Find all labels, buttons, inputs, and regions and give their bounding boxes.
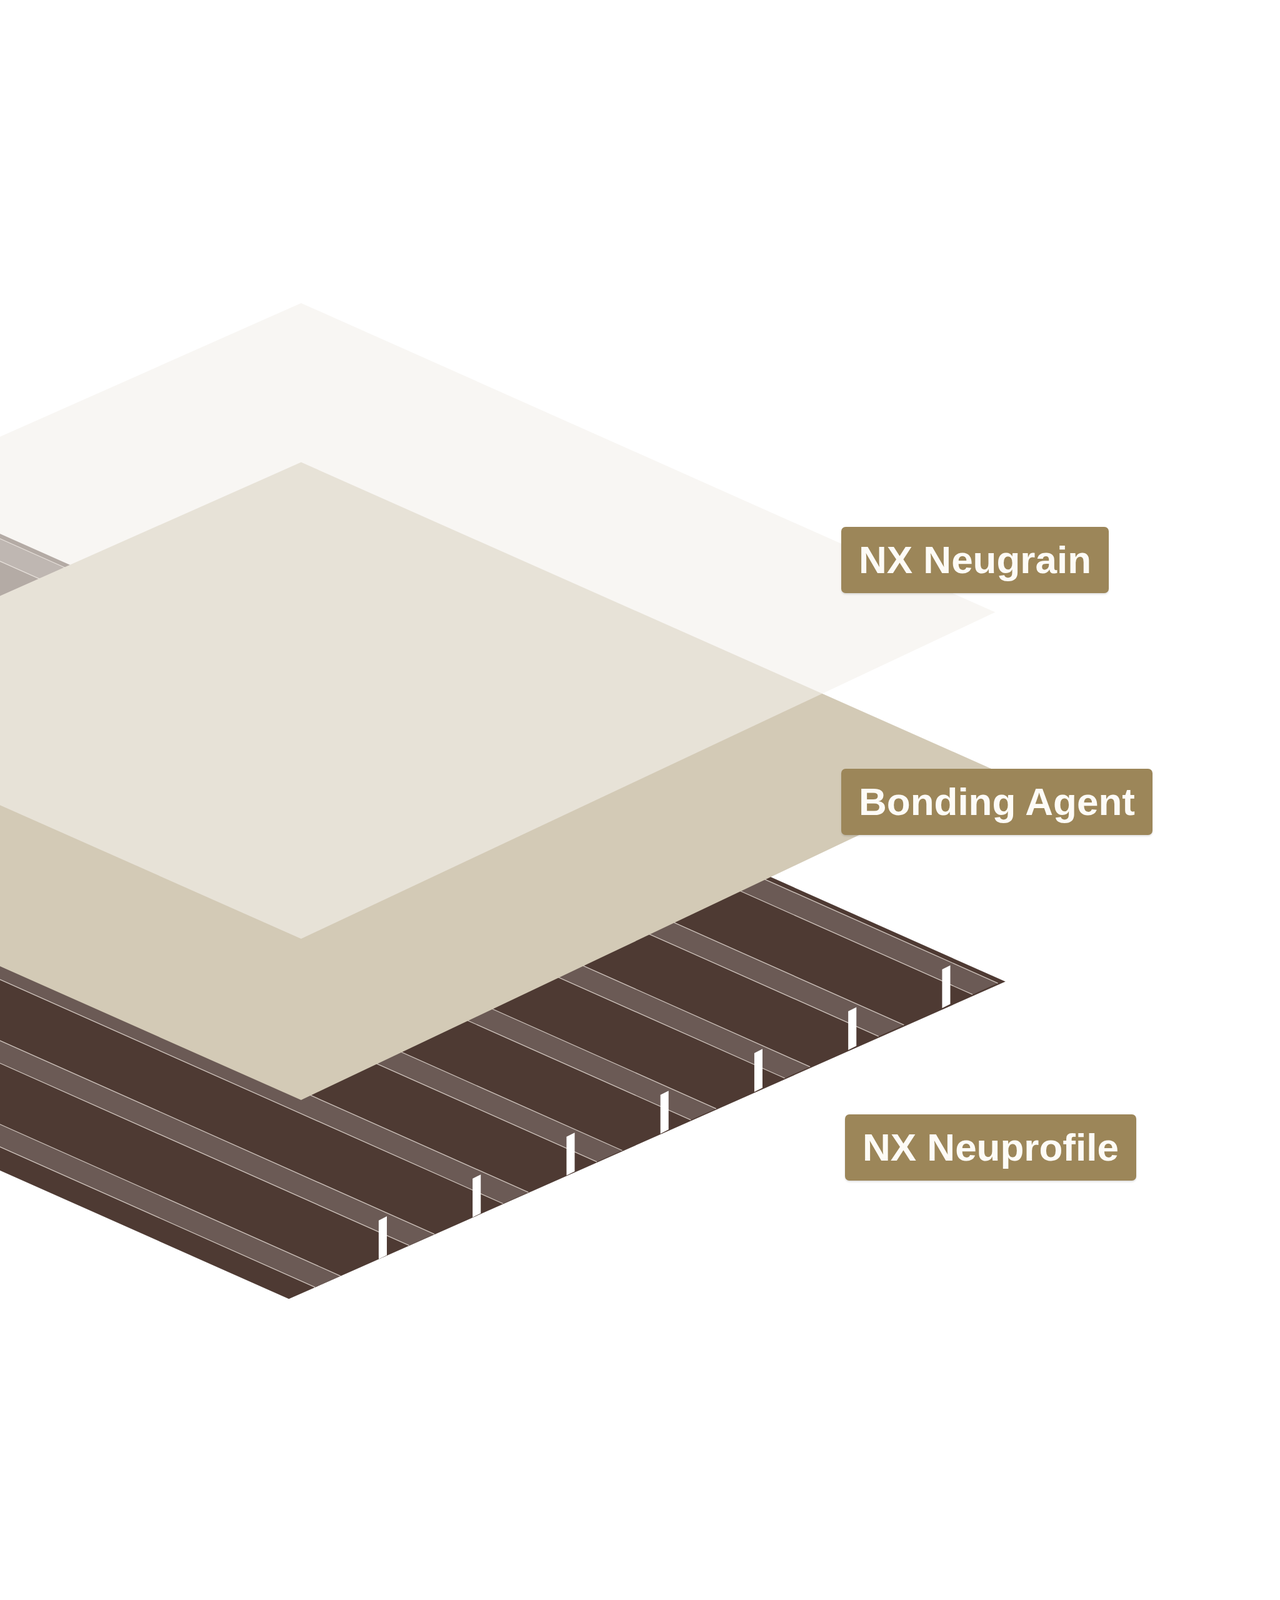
label-text: NX Neugrain [858,535,1092,585]
layer-label: NX Neugrain [841,526,1109,594]
layer-label: Bonding Agent [841,768,1153,835]
label-text: Bonding Agent [858,777,1135,827]
grain-layer [0,303,995,939]
rib-notch [754,1048,763,1092]
rib-notch [378,1216,387,1260]
rib-notch [472,1174,481,1218]
layer-label: NX Neuprofile [845,1114,1137,1181]
rib-notch [941,965,950,1009]
rib-notch [848,1006,857,1050]
label-text: NX Neuprofile [862,1123,1119,1172]
rib-notch [566,1132,575,1176]
rib-notch [660,1090,669,1134]
